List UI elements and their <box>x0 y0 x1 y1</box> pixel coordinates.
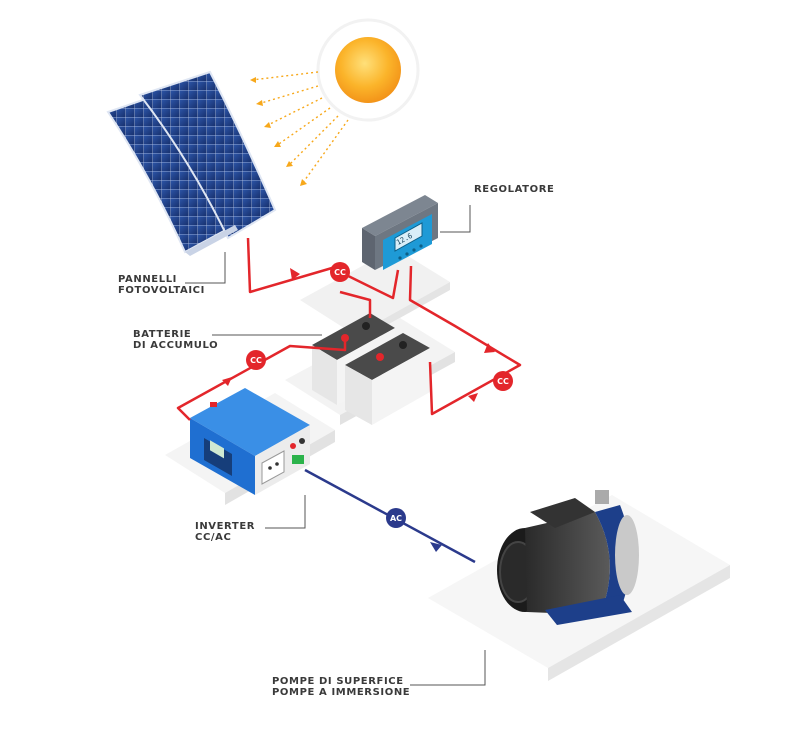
solar-panels <box>106 70 277 256</box>
inverter <box>190 388 310 495</box>
svg-text:CC: CC <box>334 268 346 277</box>
leader-lines <box>185 205 486 686</box>
dc-badge-regulator-batteries: CC <box>493 371 513 391</box>
inverter-socket <box>261 450 285 485</box>
svg-text:CC: CC <box>250 356 262 365</box>
batteries <box>312 313 430 425</box>
battery-right <box>345 333 430 425</box>
label-batteries: BATTERIE DI ACCUMULO <box>133 329 219 351</box>
label-photovoltaic-panels: PANNELLI FOTOVOLTAICI <box>118 274 205 296</box>
label-regulator: REGOLATORE <box>474 184 555 195</box>
dc-arrows <box>222 268 495 402</box>
water-pump <box>497 490 639 625</box>
dc-badge-batteries-inverter: CC <box>246 350 266 370</box>
ac-badge: AC <box>386 508 406 528</box>
dc-badge-panels-regulator: CC <box>330 262 350 282</box>
svg-text:AC: AC <box>390 514 402 523</box>
sun-rays <box>251 71 349 185</box>
svg-text:CC: CC <box>497 377 509 386</box>
label-pumps: POMPE DI SUPERFICE POMPE A IMMERSIONE <box>272 676 411 698</box>
charge-regulator: 12.6 <box>362 195 438 270</box>
sun <box>250 18 420 186</box>
label-inverter: INVERTER CC/AC <box>195 521 256 543</box>
